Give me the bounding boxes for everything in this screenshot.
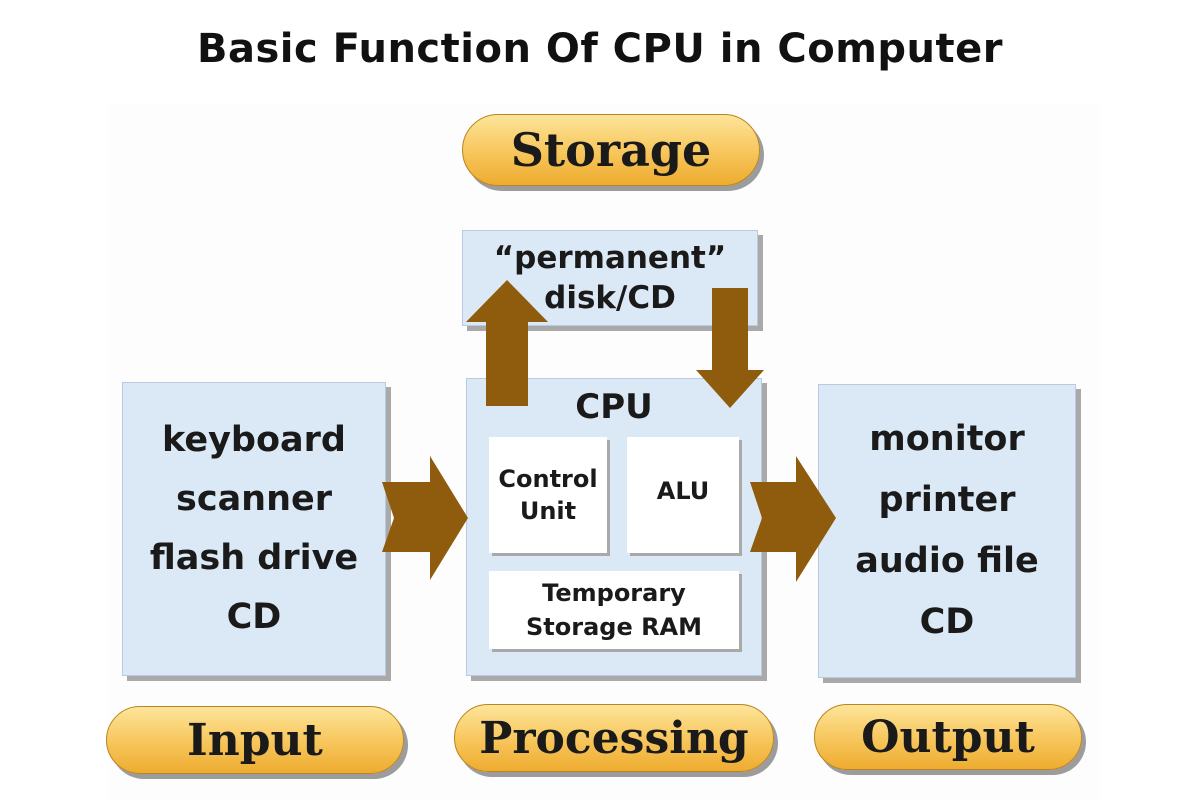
control-unit-block: Control Unit [489,437,607,553]
input-item: CD [226,597,282,637]
input-item: keyboard [162,420,346,460]
arrow-cpu-to-output [750,456,836,582]
cpu-box: CPU Control Unit ALU Temporary Storage R… [466,378,762,676]
output-item: monitor [869,419,1025,459]
storage-pill: Storage [462,114,760,186]
input-box: keyboard scanner flash drive CD [122,382,386,676]
storage-box: “permanent” disk/CD [462,230,758,326]
output-item: printer [878,480,1016,520]
temp-storage-line-2: Storage RAM [525,613,703,641]
input-item: flash drive [149,538,359,578]
input-pill-label: Input [187,714,323,766]
output-pill-label: Output [861,711,1035,763]
input-pill: Input [106,706,404,774]
processing-pill-label: Processing [479,712,749,764]
input-item: scanner [175,479,333,519]
storage-box-line-2: disk/CD [544,280,676,316]
storage-pill-label: Storage [510,123,712,177]
cpu-label: CPU [575,387,653,427]
arrow-input-to-cpu [382,456,468,580]
page-title: Basic Function Of CPU in Computer [197,26,1003,72]
temp-storage-line-1: Temporary [542,579,686,607]
arrow-cpu-to-storage [466,280,548,406]
alu-label: ALU [656,477,710,505]
processing-pill: Processing [454,704,774,772]
storage-box-line-1: “permanent” [493,240,727,276]
alu-block: ALU [627,437,739,553]
output-item: audio file [855,541,1039,581]
output-item: CD [919,602,975,642]
output-box: monitor printer audio file CD [818,384,1076,678]
output-pill: Output [814,704,1082,770]
control-unit-line-2: Unit [519,497,577,525]
temporary-storage-block: Temporary Storage RAM [489,571,739,649]
arrow-storage-to-cpu [696,288,764,408]
control-unit-line-1: Control [498,465,598,493]
